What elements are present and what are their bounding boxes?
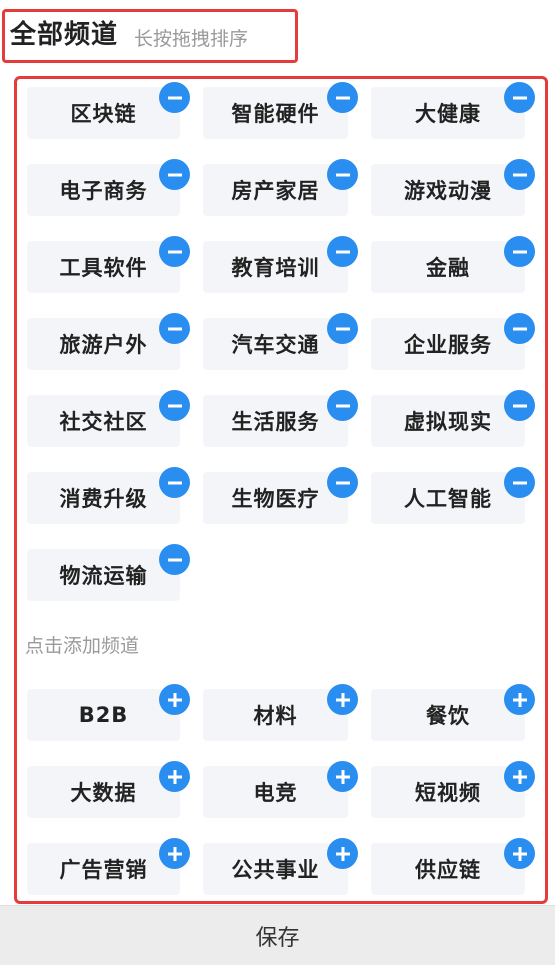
channel-label: 大数据: [70, 781, 137, 805]
drag-sort-hint: 长按拖拽排序: [134, 28, 249, 50]
plus-circle-icon[interactable]: [159, 838, 190, 869]
add-channel-tile[interactable]: 大数据: [27, 761, 190, 818]
channel-panel: 区块链 智能硬件 大健康电子商务 房产家居 游戏动漫工具软件 教育培训 金融旅游户外 汽车交通…: [14, 76, 548, 904]
channel-label: 电子商务: [59, 179, 148, 203]
channel-label: 供应链: [415, 858, 481, 882]
channel-label: 教育培训: [231, 256, 320, 280]
channel-tile[interactable]: 工具软件: [27, 236, 190, 293]
add-channel-tile[interactable]: B2B: [27, 684, 190, 741]
channel-label: 汽车交通: [231, 333, 320, 357]
minus-circle-icon[interactable]: [504, 236, 535, 267]
channel-label: 企业服务: [404, 333, 492, 357]
channel-label: 房产家居: [231, 179, 320, 203]
add-channel-tile[interactable]: 供应链: [371, 838, 535, 895]
channel-tile[interactable]: 汽车交通: [203, 313, 358, 370]
add-channel-hint: 点击添加频道: [25, 635, 140, 657]
add-channel-tile[interactable]: 短视频: [371, 761, 535, 818]
channel-label: 智能硬件: [231, 102, 320, 126]
channel-label: 物流运输: [59, 564, 148, 588]
save-button[interactable]: 保存: [0, 905, 555, 965]
minus-circle-icon[interactable]: [327, 82, 358, 113]
channel-tile[interactable]: 金融: [371, 236, 535, 293]
channel-tile[interactable]: 旅游户外: [27, 313, 190, 370]
channel-tile[interactable]: 智能硬件: [203, 82, 358, 139]
channel-tile[interactable]: 生物医疗: [203, 467, 358, 524]
channel-label: 广告营销: [59, 858, 148, 882]
more-channels-grid: B2B 材料 餐饮大数据 电竞 短视频广告营销 公共事业 供应链: [27, 684, 535, 895]
channel-label: 消费升级: [59, 487, 148, 511]
channel-label: 短视频: [415, 781, 481, 805]
channel-label: 金融: [426, 256, 470, 280]
channel-label: 区块链: [70, 102, 137, 126]
channel-tile[interactable]: 物流运输: [27, 544, 190, 601]
minus-circle-icon[interactable]: [327, 159, 358, 190]
channel-tile[interactable]: 人工智能: [371, 467, 535, 524]
plus-circle-icon[interactable]: [327, 684, 358, 715]
plus-circle-icon[interactable]: [327, 761, 358, 792]
add-channel-tile[interactable]: 电竞: [203, 761, 358, 818]
minus-circle-icon[interactable]: [504, 467, 535, 498]
channel-label: 虚拟现实: [404, 410, 492, 434]
minus-circle-icon[interactable]: [159, 390, 190, 421]
minus-circle-icon[interactable]: [327, 467, 358, 498]
channel-tile[interactable]: 生活服务: [203, 390, 358, 447]
channel-tile[interactable]: 区块链: [27, 82, 190, 139]
minus-circle-icon[interactable]: [327, 236, 358, 267]
channel-tile[interactable]: 教育培训: [203, 236, 358, 293]
channel-label: 工具软件: [59, 256, 148, 280]
channel-label: 生活服务: [231, 410, 320, 434]
channel-label: 社交社区: [59, 410, 148, 434]
plus-circle-icon[interactable]: [327, 838, 358, 869]
channel-tile[interactable]: 消费升级: [27, 467, 190, 524]
add-channel-tile[interactable]: 餐饮: [371, 684, 535, 741]
plus-circle-icon[interactable]: [504, 761, 535, 792]
channel-label: B2B: [78, 703, 129, 727]
channel-label: 游戏动漫: [404, 179, 492, 203]
minus-circle-icon[interactable]: [159, 159, 190, 190]
channel-label: 餐饮: [426, 704, 470, 728]
page-title: 全部频道: [10, 20, 119, 50]
minus-circle-icon[interactable]: [159, 236, 190, 267]
channel-tile[interactable]: 虚拟现实: [371, 390, 535, 447]
minus-circle-icon[interactable]: [159, 82, 190, 113]
my-channels-grid: 区块链 智能硬件 大健康电子商务 房产家居 游戏动漫工具软件 教育培训 金融旅游户外 汽车交通…: [27, 82, 535, 601]
minus-circle-icon[interactable]: [504, 390, 535, 421]
plus-circle-icon[interactable]: [504, 838, 535, 869]
minus-circle-icon[interactable]: [504, 159, 535, 190]
add-channel-tile[interactable]: 材料: [203, 684, 358, 741]
channel-tile[interactable]: 大健康: [371, 82, 535, 139]
minus-circle-icon[interactable]: [159, 467, 190, 498]
channel-label: 大健康: [415, 102, 481, 126]
minus-circle-icon[interactable]: [159, 544, 190, 575]
channel-label: 生物医疗: [231, 487, 320, 511]
channel-label: 材料: [253, 704, 298, 728]
channel-tile[interactable]: 电子商务: [27, 159, 190, 216]
channel-tile[interactable]: 游戏动漫: [371, 159, 535, 216]
plus-circle-icon[interactable]: [504, 684, 535, 715]
header-highlight-box: [2, 9, 298, 63]
channel-label: 电竞: [253, 781, 298, 805]
plus-circle-icon[interactable]: [159, 761, 190, 792]
minus-circle-icon[interactable]: [159, 313, 190, 344]
channel-label: 公共事业: [231, 858, 320, 882]
minus-circle-icon[interactable]: [327, 390, 358, 421]
channel-label: 旅游户外: [59, 333, 148, 357]
add-channel-tile[interactable]: 公共事业: [203, 838, 358, 895]
channel-tile[interactable]: 房产家居: [203, 159, 358, 216]
add-channel-tile[interactable]: 广告营销: [27, 838, 190, 895]
minus-circle-icon[interactable]: [504, 313, 535, 344]
plus-circle-icon[interactable]: [159, 684, 190, 715]
minus-circle-icon[interactable]: [327, 313, 358, 344]
minus-circle-icon[interactable]: [504, 82, 535, 113]
channel-tile[interactable]: 社交社区: [27, 390, 190, 447]
channel-label: 人工智能: [404, 487, 492, 511]
channel-tile[interactable]: 企业服务: [371, 313, 535, 370]
